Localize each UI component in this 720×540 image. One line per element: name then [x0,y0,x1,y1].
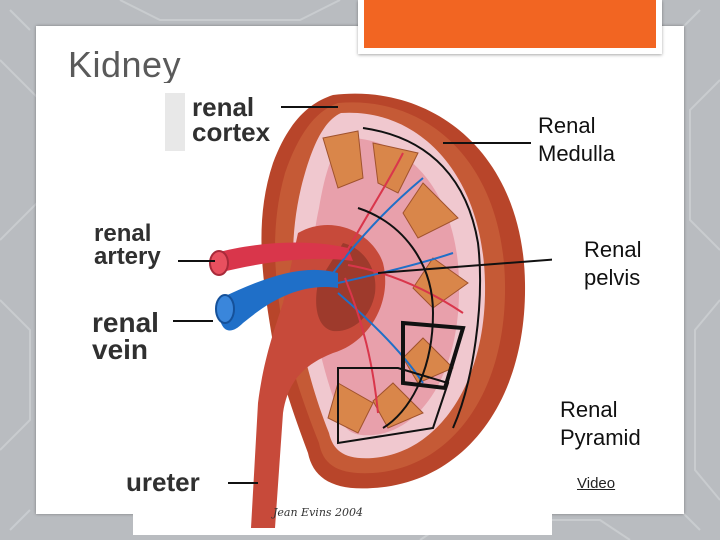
kidney-illustration: Jean Evins 2004 [133,83,552,535]
video-link[interactable]: Video [577,475,616,492]
label-renal-cortex: renal cortex [186,93,277,147]
slide-title: Kidney [68,44,182,85]
callout-renal-pyramid: Renal Pyramid [560,397,641,450]
callout-renal-pelvis: Renal pelvis [584,237,642,290]
label-renal-artery: renal artery [88,220,167,272]
label-ureter: ureter [120,466,206,499]
accent-tab [358,0,662,54]
callout-renal-medulla: Renal Medulla [538,113,616,166]
label-renal-vein: renal vein [86,308,165,366]
artist-signature: Jean Evins 2004 [271,506,363,519]
label-box [165,93,185,151]
